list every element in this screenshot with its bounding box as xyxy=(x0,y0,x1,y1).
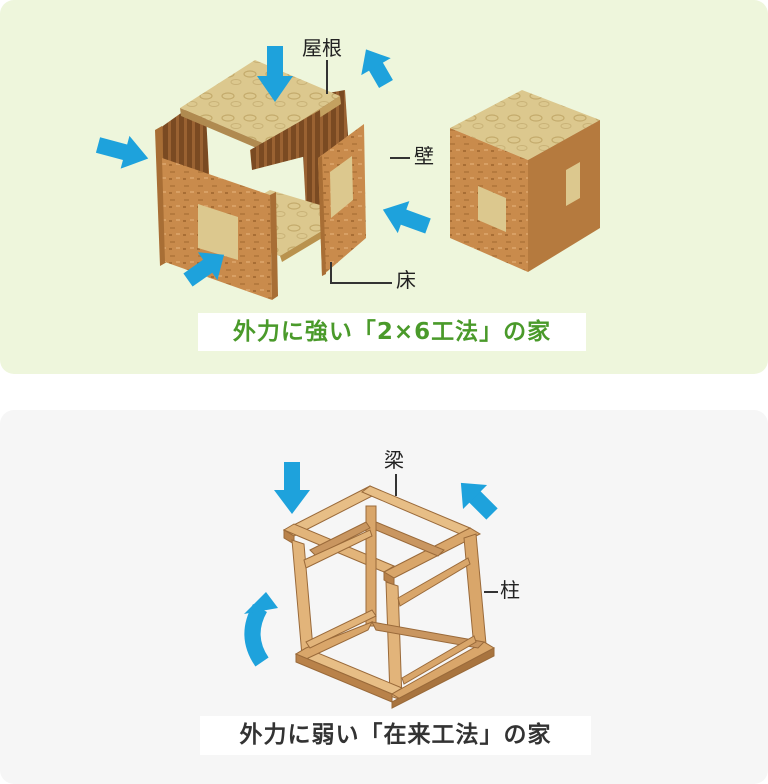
arrow-up-right-icon xyxy=(183,252,225,287)
arrow-up-left-icon xyxy=(460,482,498,520)
label-beam: 梁 xyxy=(384,448,404,472)
roof-panel xyxy=(180,60,340,144)
caption-2x6-strong: 外力に強い「2×6工法」の家 xyxy=(198,313,586,351)
cube-top xyxy=(450,90,600,160)
arrow-left-icon xyxy=(382,201,431,234)
wall-leader xyxy=(390,157,410,159)
pillar-leader xyxy=(484,591,498,593)
floor-leader-v xyxy=(330,262,332,284)
roof-leader xyxy=(326,60,328,94)
label-floor: 床 xyxy=(396,268,416,292)
label-roof: 屋根 xyxy=(302,36,342,60)
panel-background xyxy=(0,0,768,374)
cube-front-right xyxy=(528,120,600,272)
label-pillar: 柱 xyxy=(500,578,520,602)
panel-conventional-method: 梁 柱 外力に弱い「在来工法」の家 xyxy=(0,410,768,784)
caption-conventional-weak: 外力に弱い「在来工法」の家 xyxy=(200,716,591,755)
panel-2x6-method: 屋根 壁 床 外力に強い「2×6工法」の家 xyxy=(0,0,768,374)
arrow-down-icon xyxy=(274,462,310,514)
arrow-left-down-icon xyxy=(361,49,393,88)
beam-leader xyxy=(395,474,397,496)
label-wall: 壁 xyxy=(414,144,434,168)
assembled-house xyxy=(450,90,600,272)
curved-arrow-icon xyxy=(244,592,278,667)
exploded-house xyxy=(155,60,366,300)
arrow-down-icon xyxy=(257,46,293,102)
floor-leader xyxy=(330,282,392,284)
2x6-diagram xyxy=(0,0,768,374)
arrow-right-icon xyxy=(95,135,149,169)
force-arrows xyxy=(244,462,498,667)
force-arrows xyxy=(95,46,431,287)
timber-frame xyxy=(282,485,495,709)
